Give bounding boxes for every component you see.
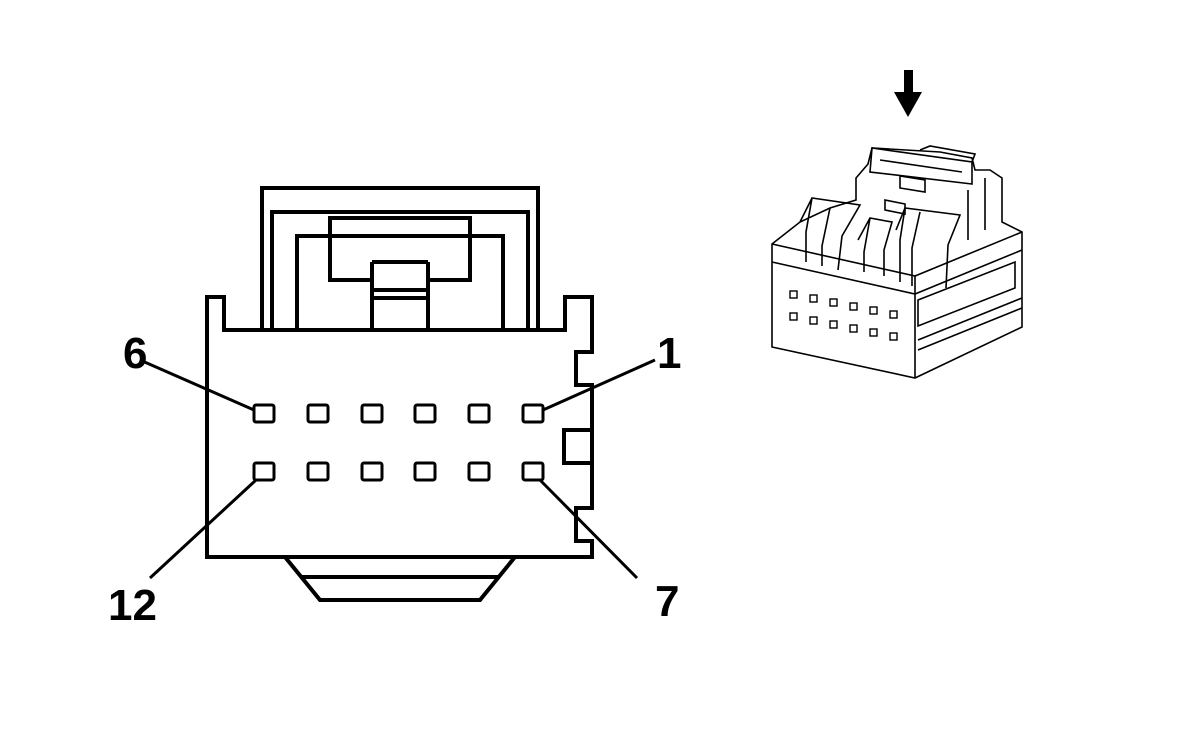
cavity-pin-12 bbox=[252, 461, 276, 482]
leader-pin-12 bbox=[148, 478, 258, 580]
iso-cavity bbox=[869, 328, 878, 337]
cavity-pin-11 bbox=[306, 461, 330, 482]
arrow-down-icon bbox=[894, 70, 922, 117]
leader-pin-1 bbox=[542, 358, 656, 412]
iso-cavity bbox=[849, 324, 858, 333]
iso-side-lines bbox=[917, 297, 1023, 351]
pin-label-6: 6 bbox=[123, 329, 147, 378]
iso-top-face bbox=[771, 231, 1023, 378]
latch-center-block bbox=[328, 216, 472, 300]
iso-cavity bbox=[869, 306, 878, 315]
cavity-pin-7 bbox=[521, 461, 545, 482]
cavity-pin-6 bbox=[252, 403, 276, 424]
cavity-pin-9 bbox=[413, 461, 437, 482]
cavity-row-bottom bbox=[252, 461, 545, 482]
iso-cavity bbox=[829, 320, 838, 329]
iso-latch bbox=[869, 145, 977, 215]
latch-housing bbox=[260, 186, 540, 330]
side-key bbox=[562, 428, 594, 465]
connector-isometric-view bbox=[771, 70, 1023, 379]
iso-cavity bbox=[789, 290, 798, 299]
cavity-pin-5 bbox=[306, 403, 330, 424]
leader-pin-6 bbox=[139, 358, 255, 412]
connector-front-view: 6 1 12 7 bbox=[108, 186, 681, 630]
cavity-pin-1 bbox=[521, 403, 545, 424]
iso-side-slot bbox=[917, 260, 1016, 328]
iso-cavity bbox=[889, 332, 898, 341]
pin-label-7: 7 bbox=[655, 577, 679, 626]
cavity-pin-4 bbox=[360, 403, 384, 424]
cavity-pin-2 bbox=[467, 403, 491, 424]
iso-cavity bbox=[809, 294, 818, 303]
iso-body bbox=[771, 147, 1023, 379]
cavity-row-top bbox=[252, 403, 545, 424]
pin-label-12: 12 bbox=[108, 581, 157, 630]
iso-cavity bbox=[809, 316, 818, 325]
iso-ribs bbox=[799, 178, 986, 289]
iso-cavity bbox=[889, 310, 898, 319]
cavity-pin-10 bbox=[360, 461, 384, 482]
iso-cavity bbox=[789, 312, 798, 321]
pin-label-1: 1 bbox=[657, 329, 681, 378]
iso-cavity-row-top bbox=[789, 290, 898, 319]
iso-cavity-row-bottom bbox=[789, 312, 898, 341]
cavity-pin-3 bbox=[413, 403, 437, 424]
iso-cavity bbox=[849, 302, 858, 311]
connector-body bbox=[205, 295, 594, 559]
leader-pin-7 bbox=[538, 478, 639, 580]
iso-cavity bbox=[829, 298, 838, 307]
cavity-pin-8 bbox=[467, 461, 491, 482]
latch-inner-frame bbox=[270, 210, 530, 330]
